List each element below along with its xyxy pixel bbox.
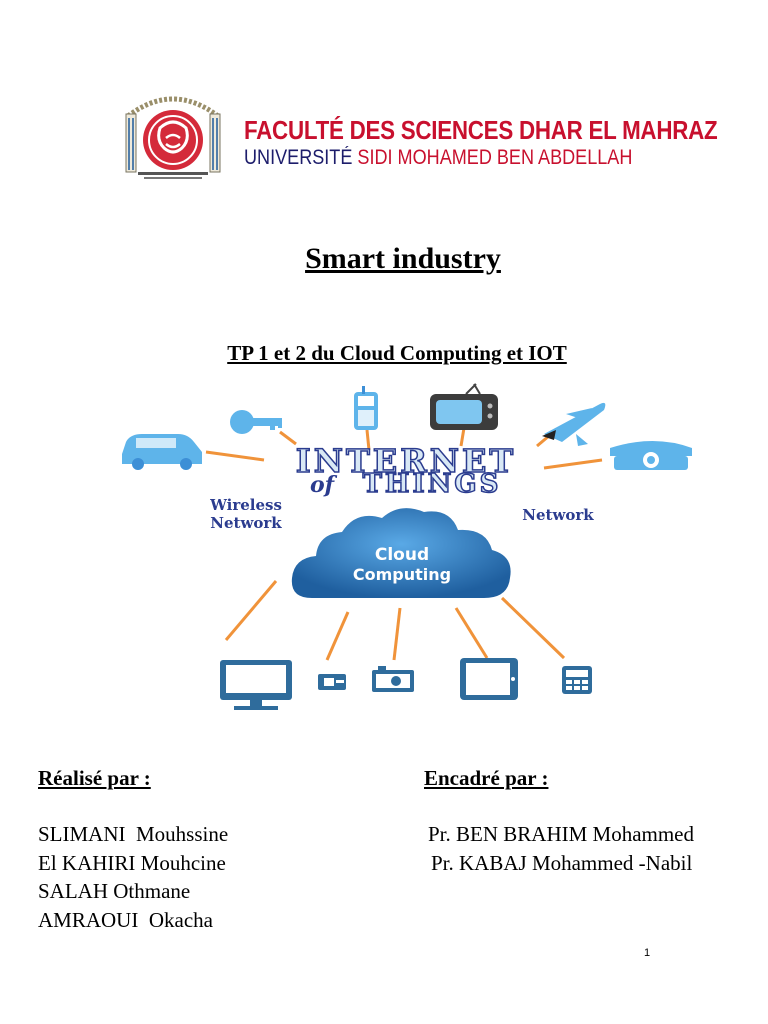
- cloud-icon: Cloud Computing: [291, 508, 511, 598]
- iot-diagram: INTERNET of THINGS Wireless Network Netw…: [114, 378, 704, 718]
- supervisor-name: Pr. KABAJ Mohammed -Nabil: [431, 850, 693, 875]
- student-name: El KAHIRI Mouhcine: [38, 850, 226, 875]
- document-title: Smart industry: [305, 242, 501, 275]
- banner-things: THINGS: [363, 469, 502, 499]
- student-name: AMRAOUI Okacha: [38, 907, 213, 932]
- car-icon: [122, 434, 202, 470]
- connector-lines: [205, 427, 603, 661]
- made-by-heading: Réalisé par :: [38, 766, 151, 790]
- student-name: SLIMANI Mouhssine: [38, 822, 229, 846]
- wireless-network-label: Network: [210, 514, 282, 532]
- university-prefix: UNIVERSITÉ: [244, 146, 353, 169]
- faculty-name: FACULTÉ DES SCIENCES DHAR EL MAHRAZ: [244, 115, 718, 145]
- university-name: UNIVERSITÉ SIDI MOHAMED BEN ABDELLAH: [244, 146, 632, 170]
- telephone-icon: [610, 441, 692, 470]
- university-name-red: SIDI MOHAMED BEN ABDELLAH: [357, 146, 633, 169]
- wireless-label: Wireless: [209, 496, 282, 514]
- page-number: 1: [644, 947, 651, 959]
- cloud-label-1: Cloud: [375, 545, 429, 565]
- students-list: SLIMANI Mouhssine El KAHIRI Mouhcine SAL…: [38, 820, 228, 934]
- document-subtitle: TP 1 et 2 du Cloud Computing et IOT: [227, 341, 567, 365]
- student-name: SALAH Othmane: [38, 879, 191, 903]
- tablet-icon: [460, 658, 518, 700]
- network-label: Network: [522, 506, 594, 524]
- mobile-phone-icon: [354, 386, 378, 430]
- photo-camera-icon: [372, 666, 414, 692]
- banner-of: of: [310, 472, 338, 498]
- monitor-icon: [220, 660, 292, 710]
- supervisors-list: Pr. BEN BRAHIM Mohammed Pr. KABAJ Mohamm…: [428, 820, 694, 877]
- television-icon: [430, 383, 498, 430]
- university-emblem-icon: [125, 96, 221, 179]
- calculator-icon: [562, 666, 592, 694]
- banner-internet: INTERNET: [296, 442, 516, 480]
- airplane-icon: [542, 402, 606, 446]
- cloud-label-2: Computing: [353, 565, 451, 584]
- key-icon: [230, 410, 282, 434]
- supervisor-name: Pr. BEN BRAHIM Mohammed: [428, 822, 695, 846]
- camera-icon: [318, 674, 346, 690]
- supervised-by-heading: Encadré par :: [424, 766, 549, 790]
- university-logo: [118, 88, 228, 184]
- iot-banner: INTERNET of THINGS: [295, 441, 516, 500]
